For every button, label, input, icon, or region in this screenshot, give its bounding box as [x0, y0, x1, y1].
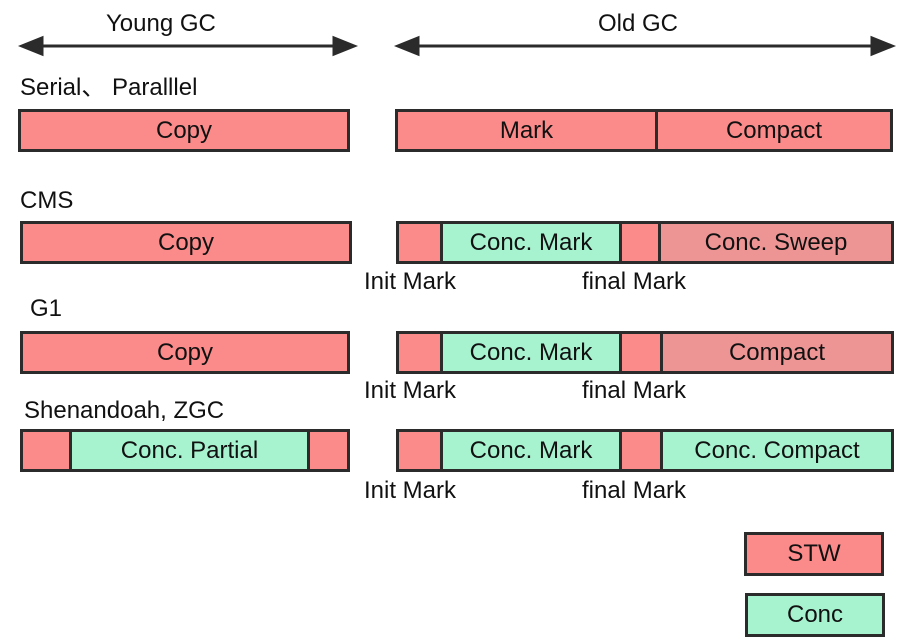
- young-gc-header: Young GC: [106, 10, 216, 37]
- collector-name-serial-parallel: Serial、 Paralllel: [20, 74, 198, 101]
- serial-old-bar: Mark Compact: [395, 109, 893, 152]
- conc-mark-phase: Conc. Mark: [440, 432, 619, 469]
- conc-compact-phase: Conc. Compact: [660, 432, 891, 469]
- compact-phase: Compact: [660, 334, 891, 371]
- compact-phase: Compact: [655, 112, 890, 149]
- final-mark-label: final Mark: [582, 477, 687, 504]
- shenandoah-old-bar: Conc. Mark Conc. Compact: [396, 429, 894, 472]
- final-mark-phase: [619, 432, 660, 469]
- init-mark-phase: [399, 224, 440, 261]
- serial-young-bar: Copy: [18, 109, 350, 152]
- collector-name-shenandoah-zgc: Shenandoah, ZGC: [24, 397, 225, 424]
- cms-old-bar: Conc. Mark Conc. Sweep: [396, 221, 894, 264]
- stw-start-phase: [23, 432, 69, 469]
- cms-young-bar: Copy: [20, 221, 352, 264]
- final-mark-label: final Mark: [582, 377, 687, 404]
- stw-end-phase: [307, 432, 347, 469]
- g1-old-bar: Conc. Mark Compact: [396, 331, 894, 374]
- conc-mark-phase: Conc. Mark: [440, 334, 619, 371]
- copy-phase: Copy: [21, 112, 347, 149]
- old-gc-arrow: [393, 35, 897, 57]
- legend-stw: STW: [744, 532, 884, 576]
- init-mark-label: Init Mark: [364, 477, 457, 504]
- copy-phase: Copy: [23, 224, 349, 261]
- final-mark-label: final Mark: [582, 268, 687, 295]
- init-mark-phase: [399, 432, 440, 469]
- legend-conc: Conc: [745, 593, 885, 637]
- final-mark-phase: [619, 334, 660, 371]
- init-mark-phase: [399, 334, 440, 371]
- collector-name-g1: G1: [30, 295, 63, 322]
- mark-phase: Mark: [398, 112, 655, 149]
- young-gc-arrow: [17, 35, 359, 57]
- collector-name-cms: CMS: [20, 187, 74, 214]
- g1-young-bar: Copy: [20, 331, 350, 374]
- shenandoah-young-bar: Conc. Partial: [20, 429, 350, 472]
- init-mark-label: Init Mark: [364, 377, 457, 404]
- final-mark-phase: [619, 224, 658, 261]
- header-arrows: [17, 35, 897, 57]
- copy-phase: Copy: [23, 334, 347, 371]
- conc-partial-phase: Conc. Partial: [69, 432, 307, 469]
- old-gc-header: Old GC: [598, 10, 679, 37]
- conc-sweep-phase: Conc. Sweep: [658, 224, 891, 261]
- conc-mark-phase: Conc. Mark: [440, 224, 619, 261]
- init-mark-label: Init Mark: [364, 268, 457, 295]
